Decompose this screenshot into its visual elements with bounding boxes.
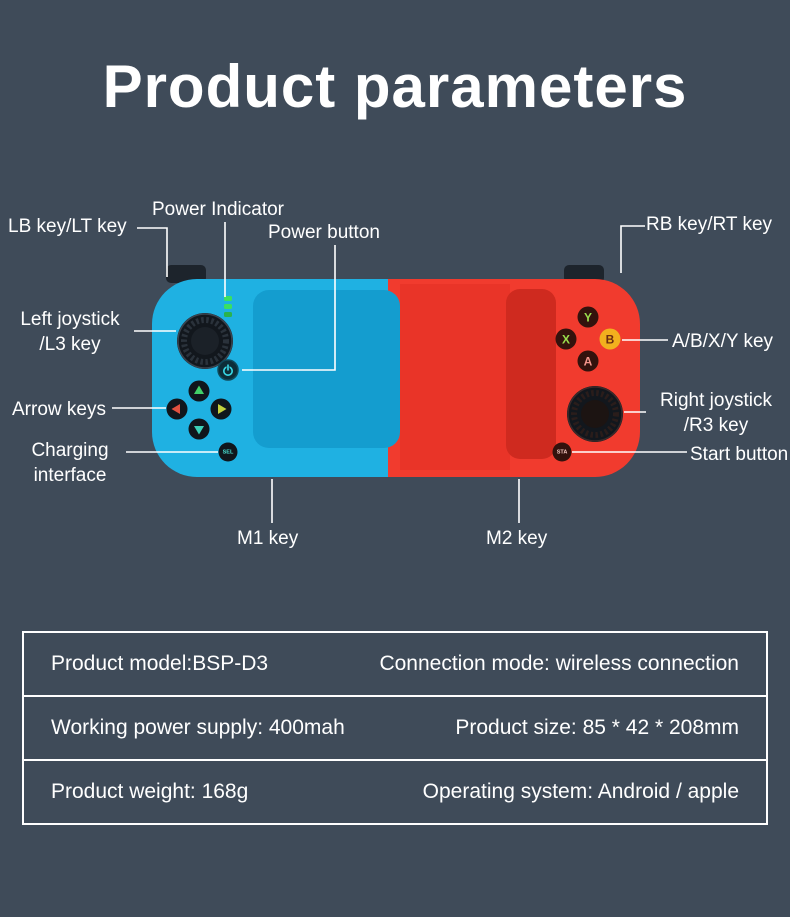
callout-start-button: Start button	[690, 444, 789, 465]
power-indicator-led	[224, 296, 232, 317]
x-button	[555, 328, 577, 350]
callout-power-button: Power button	[268, 222, 380, 243]
power-button	[217, 359, 239, 381]
abxy-buttons: Y X B A	[555, 306, 621, 372]
dpad-left-arrow-icon	[171, 404, 180, 414]
callout-m1-key: M1 key	[237, 528, 299, 549]
y-button	[577, 306, 599, 328]
dpad-right-arrow-icon	[218, 404, 227, 414]
spec-product-size: Product size: 85 * 42 * 208mm	[455, 716, 739, 739]
left-top-clip	[166, 265, 206, 283]
callout-lines	[112, 222, 687, 523]
callout-abxy-key: A/B/X/Y key	[672, 331, 774, 352]
spec-row-power: Working power supply: 400mah Product siz…	[24, 695, 766, 759]
a-button	[577, 350, 599, 372]
left-joystick	[177, 313, 233, 369]
spec-power-supply: Working power supply: 400mah	[51, 716, 345, 739]
right-phone-rest	[506, 289, 556, 459]
callout-left-joystick-line2: /L3 key	[39, 334, 101, 356]
callout-right-joystick-line2: /R3 key	[683, 415, 749, 437]
start-button: STA	[552, 442, 572, 462]
callout-power-indicator: Power Indicator	[152, 199, 285, 220]
callout-charging-line2: interface	[33, 465, 107, 487]
spec-operating-system: Operating system: Android / apple	[422, 780, 739, 803]
dpad-down-arrow-icon	[194, 426, 204, 435]
callout-rb-key: RB key/RT key	[646, 214, 773, 235]
arrow-keys-dpad	[166, 380, 232, 440]
spec-row-weight: Product weight: 168g Operating system: A…	[24, 759, 766, 823]
callout-arrow-keys: Arrow keys	[12, 399, 106, 420]
callout-right-joystick-line1: Right joystick	[660, 390, 772, 411]
spec-row-model: Product model:BSP-D3 Connection mode: wi…	[24, 633, 766, 695]
left-phone-rest	[253, 290, 400, 448]
line-rb-key	[620, 225, 645, 273]
callout-m2-key: M2 key	[486, 528, 548, 549]
y-button-label: Y	[584, 311, 592, 325]
a-button-label: A	[584, 355, 593, 369]
spec-product-weight: Product weight: 168g	[51, 780, 249, 803]
spec-table: Product model:BSP-D3 Connection mode: wi…	[22, 631, 768, 825]
line-power-button	[242, 245, 336, 371]
callout-left-joystick: Left joystick /L3 key	[8, 307, 132, 357]
callout-lb-key: LB key/LT key	[8, 216, 127, 237]
x-button-label: X	[562, 333, 570, 347]
right-top-clip	[564, 265, 604, 283]
select-button-label: SEL	[223, 450, 234, 456]
b-button	[599, 328, 621, 350]
spec-product-model: Product model:BSP-D3	[51, 652, 269, 675]
callout-charging-line1: Charging	[31, 440, 109, 461]
right-joystick	[567, 386, 623, 442]
spec-connection-mode: Connection mode: wireless connection	[379, 652, 739, 675]
select-button: SEL	[218, 442, 238, 462]
callout-right-joystick: Right joystick /R3 key	[648, 388, 784, 438]
controller-controls: SEL Y X B A S	[166, 296, 623, 462]
callout-left-joystick-line1: Left joystick	[20, 309, 120, 330]
line-lb-key	[137, 227, 168, 277]
right-slide-panel	[400, 284, 510, 470]
dpad-up-arrow-icon	[194, 385, 204, 394]
page-title: Product parameters	[102, 53, 688, 120]
b-button-label: B	[606, 333, 615, 347]
callout-charging-interface: Charging interface	[17, 438, 123, 488]
start-button-label: STA	[557, 450, 568, 456]
